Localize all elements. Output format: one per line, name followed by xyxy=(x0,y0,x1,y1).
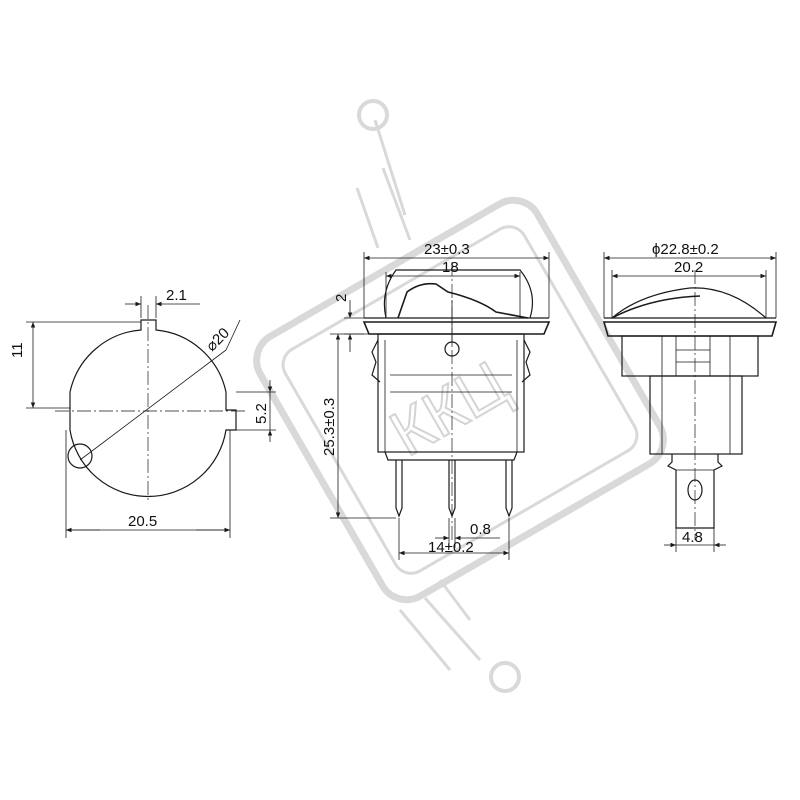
dim-total-height: 25.3±0.3 xyxy=(321,398,338,456)
dim-body-width: 20.2 xyxy=(674,259,703,276)
dim-height: 11 xyxy=(9,342,26,358)
dim-pin-spacing: 14±0.2 xyxy=(428,539,474,556)
dim-top-width: 23±0.3 xyxy=(424,241,470,258)
dim-pin-width: 4.8 xyxy=(682,529,703,546)
dim-inner-width: 18 xyxy=(442,259,459,276)
dim-flange: 2 xyxy=(333,294,350,302)
dim-width: 20.5 xyxy=(128,513,157,530)
dim-pin-thickness: 0.8 xyxy=(470,521,491,538)
dim-diameter: ⌀20 xyxy=(203,325,233,355)
dim-outer-diameter: ϕ22.8±0.2 xyxy=(652,241,719,258)
side-view: 2.1 ⌀20 11 5.2 20.5 xyxy=(9,287,276,538)
dim-notch: 5.2 xyxy=(253,403,270,424)
right-view: ϕ22.8±0.2 20.2 4.8 xyxy=(602,241,778,552)
watermark: ККЦ xyxy=(253,99,667,693)
dim-tab-width: 2.1 xyxy=(166,287,187,304)
front-view: 23±0.3 18 2 25.3±0.3 0.8 14±0.2 xyxy=(321,241,551,560)
